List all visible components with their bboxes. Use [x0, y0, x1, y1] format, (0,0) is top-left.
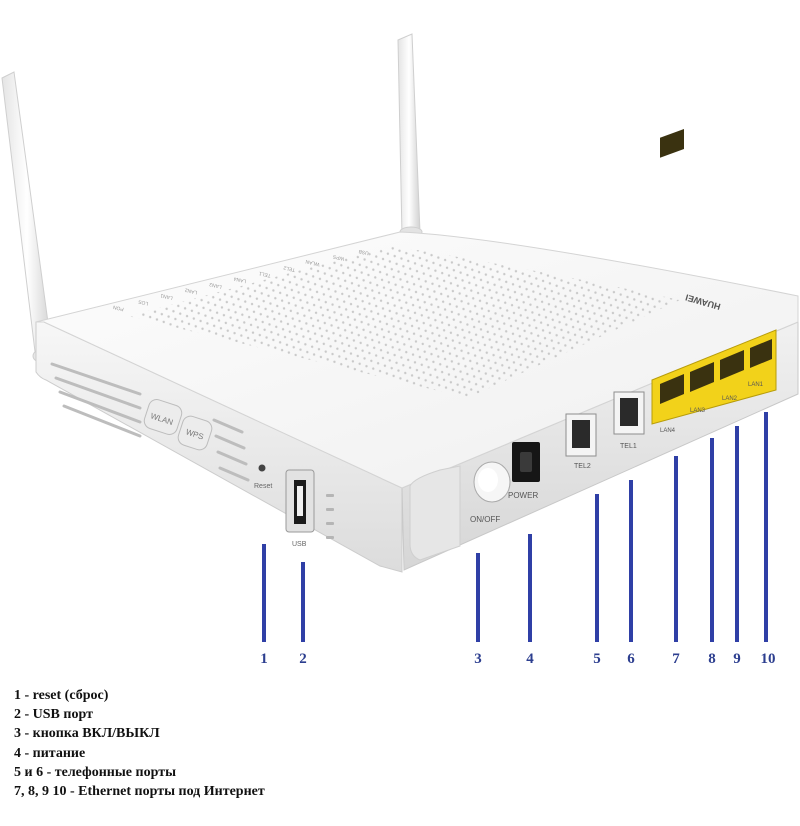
reset-label: Reset	[254, 483, 272, 490]
callout-leader	[528, 534, 532, 642]
front-indicator-label: LOS	[137, 298, 149, 306]
lan3-port[interactable]: LAN3	[690, 408, 706, 414]
callout-number-3: 3	[474, 651, 482, 667]
power-label: POWER	[508, 491, 538, 500]
onoff-button[interactable]	[473, 461, 511, 503]
front-indicator-label: PON	[112, 304, 124, 312]
front-indicator-label: LAN4	[233, 275, 247, 284]
wlan-button[interactable]: WLAN	[142, 397, 184, 436]
callout-number-5: 5	[593, 651, 601, 667]
usb-label: USB	[292, 541, 307, 548]
onoff-label: ON/OFF	[470, 515, 500, 524]
side-vents	[50, 362, 250, 482]
front-indicator-label: WPS	[332, 253, 345, 262]
front-indicator-label: WLAN	[305, 258, 321, 267]
front-indicator-label: TEL2	[283, 264, 296, 273]
front-indicator-labels: PON LOS LAN1 LAN2 LAN3 LAN4 TEL1 TEL2 WLAN WPS USB	[112, 248, 369, 312]
callout-leader	[262, 544, 266, 642]
tel2-label: TEL2	[574, 463, 591, 470]
callout-number-9: 9	[733, 651, 741, 667]
front-indicator-label: USB	[357, 248, 369, 256]
front-indicator-label: TEL1	[258, 270, 271, 279]
legend-item: 1 - reset (сброс)	[14, 688, 109, 703]
legend-item: 3 - кнопка ВКЛ/ВЫКЛ	[14, 726, 160, 742]
legend-item: 2 - USB порт	[14, 707, 93, 723]
lan-port-block: LAN4 LAN3 LAN2 LAN1	[651, 129, 777, 434]
callout-leader	[595, 494, 599, 642]
callout-leader	[764, 412, 768, 642]
right-antenna	[397, 33, 423, 238]
tel1-port[interactable]: TEL1	[613, 391, 645, 450]
callout-leader	[629, 480, 633, 642]
legend-item: 5 и 6 - телефонные порты	[14, 764, 176, 780]
lan2-port[interactable]: LAN2	[722, 396, 738, 402]
wps-button[interactable]: WPS	[176, 414, 214, 452]
front-indicator-label: LAN1	[160, 292, 174, 301]
lan2-label: LAN2	[722, 396, 738, 402]
tel2-port[interactable]: TEL2	[565, 413, 597, 470]
side-status-leds	[326, 494, 334, 539]
vent-grille	[128, 246, 680, 398]
lan3-label: LAN3	[690, 408, 706, 414]
callout-number-1: 1	[260, 651, 268, 667]
rear-panel-bump	[409, 465, 461, 561]
callout-number-2: 2	[299, 651, 307, 667]
lan4-port[interactable]: LAN4	[660, 129, 684, 434]
callout-number-4: 4	[526, 651, 534, 667]
callout-number-7: 7	[672, 651, 680, 667]
callout-leader	[476, 553, 480, 642]
callout-leader	[674, 456, 678, 642]
callout-leader	[710, 438, 714, 642]
usb-port[interactable]: USB	[285, 469, 315, 548]
lan4-label: LAN4	[660, 428, 676, 434]
power-jack[interactable]	[512, 442, 540, 482]
tel1-label: TEL1	[620, 443, 637, 450]
callout-leader	[735, 426, 739, 642]
callout-number-6: 6	[627, 651, 635, 667]
reset-port[interactable]: Reset	[254, 464, 272, 491]
callout-number-10: 10	[760, 651, 776, 667]
callout-number-8: 8	[708, 651, 716, 667]
front-indicator-label: LAN3	[209, 281, 223, 290]
callout-leader	[301, 562, 305, 642]
front-indicator-label: LAN2	[184, 286, 198, 295]
legend-item: 7, 8, 9 10 - Ethernet порты под Интернет	[14, 784, 265, 800]
legend-item: 4 - питание	[14, 745, 86, 761]
lan1-port[interactable]: LAN1	[748, 382, 764, 388]
legend-list: 1 - reset (сброс) 2 - USB порт 3 - кнопк…	[14, 686, 265, 801]
lan1-label: LAN1	[748, 382, 764, 388]
